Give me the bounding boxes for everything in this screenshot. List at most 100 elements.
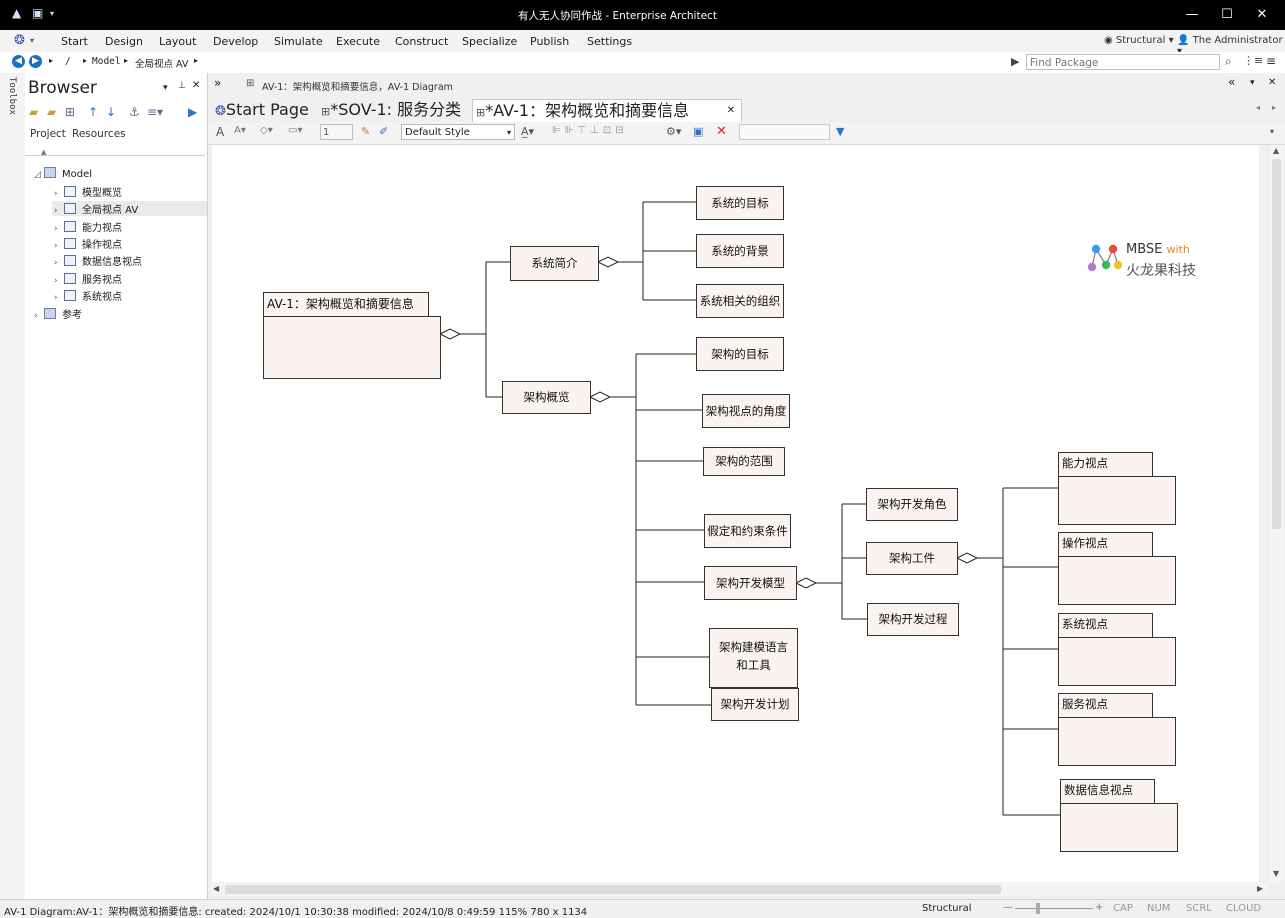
zoom-in-icon[interactable]: + bbox=[1095, 902, 1104, 913]
filter-input[interactable] bbox=[739, 124, 830, 140]
overview-item[interactable]: 架构的范围 bbox=[703, 447, 785, 476]
menu-settings[interactable]: Settings bbox=[587, 35, 633, 48]
delete-icon[interactable]: ✕ bbox=[716, 124, 727, 139]
menu-icon[interactable]: ≡▾ bbox=[147, 105, 164, 119]
move-down-icon[interactable]: ↓ bbox=[106, 105, 117, 119]
menu-layout[interactable]: Layout bbox=[159, 35, 197, 48]
menu-design[interactable]: Design bbox=[105, 35, 143, 48]
tree-item-package-selected[interactable]: ›全局视点 AV bbox=[52, 201, 207, 216]
options-icon[interactable]: ⋮≡ bbox=[1243, 54, 1264, 67]
root-package-body[interactable] bbox=[263, 316, 441, 379]
view-package-tab[interactable]: 操作视点 bbox=[1058, 532, 1153, 557]
tree-item-model[interactable]: ◿Model bbox=[34, 167, 93, 180]
dev-item[interactable]: 架构开发过程 bbox=[867, 603, 959, 636]
breadcrumb-root[interactable]: / bbox=[65, 56, 71, 67]
view-package-tab[interactable]: 服务视点 bbox=[1058, 693, 1153, 718]
user-menu[interactable]: 👤 The Administrator ▾ bbox=[1177, 35, 1283, 57]
tree-item-reference[interactable]: ›参考 bbox=[34, 308, 82, 321]
close-icon[interactable]: ✕ bbox=[192, 80, 201, 91]
perspective-menu[interactable]: ◉ Structural ▾ bbox=[1104, 35, 1174, 46]
intro-item[interactable]: 系统的背景 bbox=[696, 234, 784, 268]
new-folder-icon[interactable]: ▰ bbox=[29, 105, 39, 119]
tab-av1[interactable]: ⊞*AV-1：架构概览和摘要信息✕ bbox=[472, 99, 742, 122]
view-package-body[interactable] bbox=[1058, 717, 1176, 766]
tab-sov1[interactable]: ⊞*SOV-1: 服务分类 bbox=[318, 99, 464, 121]
zoom-out-icon[interactable]: — bbox=[1003, 902, 1013, 913]
intro-item[interactable]: 系统相关的组织 bbox=[696, 284, 784, 318]
close-icon[interactable]: ✕ bbox=[726, 105, 735, 116]
text-style-icon[interactable]: A̲▾ bbox=[521, 125, 535, 138]
view-package-body[interactable] bbox=[1060, 803, 1178, 852]
scroll-thumb[interactable] bbox=[225, 885, 1001, 894]
breadcrumb-model[interactable]: Model bbox=[92, 56, 121, 67]
view-package-tab[interactable]: 能力视点 bbox=[1058, 452, 1153, 477]
style-select[interactable]: Default Style▾ bbox=[401, 124, 515, 140]
font-color-icon[interactable]: A▾ bbox=[234, 125, 246, 136]
paint-icon[interactable]: ✐ bbox=[379, 125, 389, 138]
chevron-down-icon[interactable]: ▾ bbox=[30, 36, 35, 45]
quick-access-icon[interactable]: ▣ bbox=[32, 6, 44, 20]
tree-item-package[interactable]: ›能力视点 bbox=[54, 221, 122, 234]
menu-construct[interactable]: Construct bbox=[395, 35, 449, 48]
collapse-icon[interactable]: « bbox=[1228, 75, 1236, 89]
tree-item-package[interactable]: ›系统视点 bbox=[54, 290, 122, 303]
image-icon[interactable]: ▣ bbox=[693, 125, 704, 138]
font-icon[interactable]: A bbox=[216, 125, 225, 139]
forward-icon[interactable]: ▶ bbox=[29, 55, 42, 68]
expand-icon[interactable]: » bbox=[214, 76, 222, 90]
tree-item-package[interactable]: ›模型概览 bbox=[54, 186, 122, 199]
toolbox-strip[interactable]: Toolbox bbox=[0, 73, 26, 899]
artifact-block[interactable]: 架构工件 bbox=[866, 542, 958, 575]
tab-scroll-right-icon[interactable]: ▸ bbox=[1272, 103, 1277, 112]
minimize-button[interactable]: — bbox=[1185, 7, 1199, 22]
intro-item[interactable]: 系统的目标 bbox=[696, 186, 784, 220]
menu-specialize[interactable]: Specialize bbox=[462, 35, 518, 48]
tree-item-package[interactable]: ›服务视点 bbox=[54, 273, 122, 286]
align-icons[interactable]: ⊫⊪⊤⊥⊡⊟ bbox=[552, 125, 628, 136]
filter-icon[interactable]: ▼ bbox=[836, 125, 845, 138]
tab-resources[interactable]: Resources bbox=[72, 128, 126, 140]
zoom-slider[interactable] bbox=[1015, 908, 1093, 909]
line-color-icon[interactable]: ▭▾ bbox=[288, 125, 303, 136]
diagram-canvas[interactable]: AV-1：架构概览和摘要信息 系统简介 系统的目标 系统的背景 系统相关的组织 … bbox=[212, 145, 1259, 882]
scroll-right-icon[interactable]: ▶ bbox=[1257, 884, 1264, 893]
tab-project[interactable]: Project bbox=[30, 128, 66, 140]
move-up-icon[interactable]: ↑ bbox=[88, 105, 99, 119]
overview-block[interactable]: 架构概览 bbox=[502, 381, 591, 414]
hamburger-icon[interactable]: ≡ bbox=[1266, 54, 1277, 68]
vertical-scrollbar[interactable]: ▲ ▼ bbox=[1270, 145, 1283, 882]
view-package-body[interactable] bbox=[1058, 476, 1176, 525]
find-package-input[interactable]: Find Package bbox=[1026, 54, 1220, 70]
overview-item[interactable]: 架构开发计划 bbox=[711, 688, 799, 721]
tree-item-package[interactable]: ›数据信息视点 bbox=[54, 255, 142, 268]
chevron-down-icon[interactable]: ▾ bbox=[1270, 127, 1275, 136]
menu-publish[interactable]: Publish bbox=[530, 35, 570, 48]
chevron-right-icon[interactable]: ▸ bbox=[194, 56, 199, 65]
back-icon[interactable]: ◀ bbox=[12, 55, 25, 68]
maximize-button[interactable]: ☐ bbox=[1221, 7, 1233, 22]
view-package-tab[interactable]: 系统视点 bbox=[1058, 613, 1153, 638]
line-width-field[interactable]: 1 bbox=[320, 124, 353, 140]
ea-logo-icon[interactable]: ❂ bbox=[14, 33, 25, 48]
scroll-up-icon[interactable]: ▲ bbox=[1273, 146, 1280, 155]
horizontal-scrollbar[interactable]: ◀ ▶ bbox=[212, 883, 1268, 896]
menu-develop[interactable]: Develop bbox=[213, 35, 259, 48]
scroll-down-icon[interactable]: ▼ bbox=[1273, 869, 1280, 878]
search-icon[interactable]: ⌕ bbox=[1225, 54, 1232, 68]
breadcrumb-current[interactable]: 全局视点 AV bbox=[135, 59, 189, 70]
fill-color-icon[interactable]: ◇▾ bbox=[260, 125, 273, 136]
tree-item-package[interactable]: ›操作视点 bbox=[54, 238, 122, 251]
app-icon[interactable]: ▲ bbox=[12, 6, 22, 20]
dev-model-block[interactable]: 架构开发模型 bbox=[704, 566, 797, 600]
chevron-down-icon[interactable]: ▾ bbox=[1250, 78, 1255, 88]
scroll-left-icon[interactable]: ◀ bbox=[213, 884, 220, 893]
view-package-body[interactable] bbox=[1058, 556, 1176, 605]
pin-icon[interactable]: ⊥ bbox=[178, 81, 186, 91]
play-icon[interactable]: ▶ bbox=[188, 105, 198, 119]
tab-scroll-left-icon[interactable]: ◂ bbox=[1256, 103, 1261, 112]
layout-icon[interactable]: ⚙▾ bbox=[666, 125, 682, 138]
menu-simulate[interactable]: Simulate bbox=[274, 35, 323, 48]
view-package-body[interactable] bbox=[1058, 637, 1176, 686]
zoom-slider-thumb[interactable] bbox=[1036, 903, 1040, 914]
menu-start[interactable]: Start bbox=[61, 35, 88, 48]
